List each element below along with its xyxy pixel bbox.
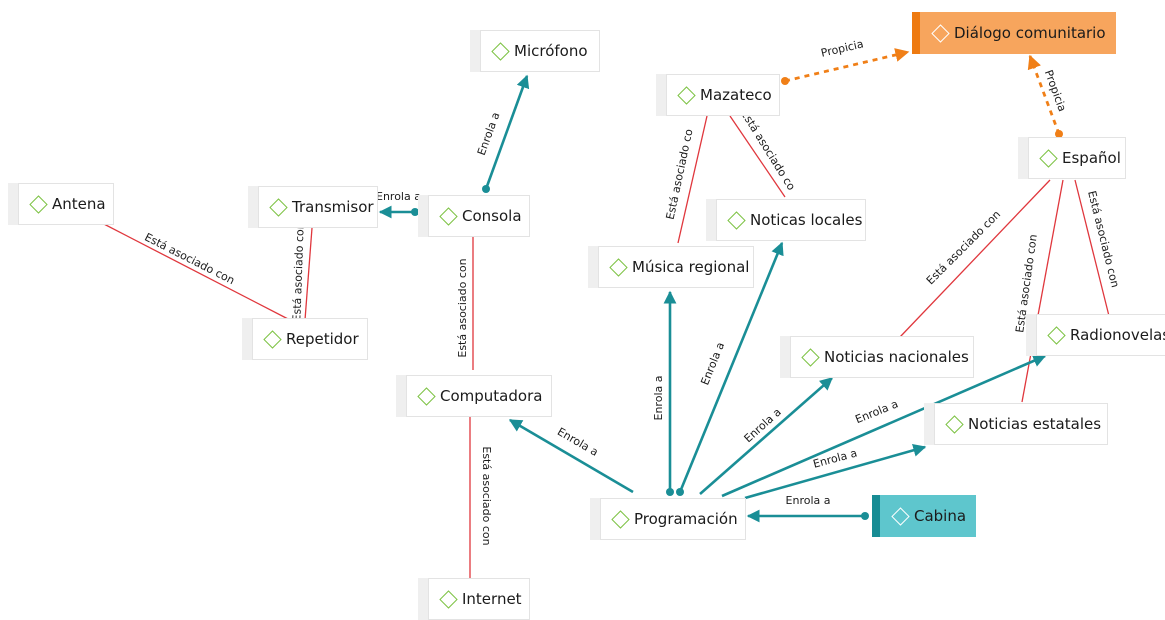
node-label: Internet [462, 590, 522, 608]
label-espanol-noticias-nacionales: Está asociado con [924, 208, 1003, 287]
label-transmisor-repetidor: Está asociado con [290, 222, 306, 322]
node-label: Cabina [914, 507, 967, 525]
dot-espanol [1055, 130, 1063, 138]
label-antena-repetidor: Está asociado con [142, 231, 236, 288]
diamond-icon [439, 206, 458, 226]
node-label: Antena [52, 195, 106, 213]
node-dialogo-comunitario[interactable]: Diálogo comunitario [920, 12, 1116, 54]
label-espanol-dialogo: Propicia [1042, 68, 1069, 113]
node-label: Noticas locales [750, 211, 863, 229]
diamond-icon [491, 41, 510, 61]
node-label: Computadora [440, 387, 543, 405]
node-label: Noticias estatales [968, 415, 1102, 433]
node-label: Mazateco [700, 86, 772, 104]
label-mazateco-musica: Está asociado co [664, 128, 696, 221]
diamond-icon [439, 589, 458, 609]
node-label: Consola [462, 207, 522, 225]
arrow-programacion-noticias-nacionales [699, 377, 833, 495]
diamond-icon [1039, 148, 1058, 168]
node-musica-regional[interactable]: Música regional [598, 246, 754, 288]
label-consola-transmisor: Enrola a [376, 190, 421, 203]
node-internet[interactable]: Internet [428, 578, 530, 620]
diamond-icon [931, 23, 950, 43]
node-repetidor[interactable]: Repetidor [252, 318, 368, 360]
node-espanol[interactable]: Español [1028, 137, 1126, 179]
diamond-icon [801, 347, 820, 367]
label-consola-computadora: Está asociado con [456, 258, 469, 357]
diamond-icon [269, 197, 288, 217]
diamond-icon [677, 85, 696, 105]
diamond-icon [945, 414, 964, 434]
label-consola-microfono: Enrola a [475, 110, 503, 157]
arrow-programacion-computadora [508, 418, 634, 494]
node-transmisor[interactable]: Transmisor [258, 186, 378, 228]
node-label: Transmisor [292, 198, 374, 216]
node-noticias-nacionales[interactable]: Noticias nacionales [790, 336, 974, 378]
node-label: Música regional [632, 258, 750, 276]
diamond-icon [417, 386, 436, 406]
diamond-icon [727, 210, 746, 230]
label-programacion-noticias-locales: Enrola a [698, 340, 727, 387]
label-mazateco-noticias-locales: Está asociado co [738, 108, 798, 193]
node-mazateco[interactable]: Mazateco [666, 74, 780, 116]
link-antena-repetidor [99, 221, 291, 321]
link-espanol-radionovelas [1074, 179, 1111, 321]
dot-prog-1 [666, 488, 674, 496]
node-consola[interactable]: Consola [428, 195, 530, 237]
dot-prog-2 [676, 488, 684, 496]
node-label: Repetidor [286, 330, 359, 348]
label-cabina-programacion: Enrola a [786, 494, 831, 507]
node-label: Diálogo comunitario [954, 24, 1106, 42]
label-programacion-musica: Enrola a [652, 376, 665, 421]
arrow-espanol-dialogo [1027, 54, 1061, 135]
diamond-icon [891, 506, 910, 526]
node-label: Programación [634, 510, 738, 528]
node-label: Español [1062, 149, 1121, 167]
node-label: Micrófono [514, 42, 588, 60]
link-espanol-noticias-nacionales [899, 179, 1051, 338]
node-microfono[interactable]: Micrófono [480, 30, 600, 72]
link-mazateco-noticias-locales [729, 115, 786, 198]
dot-cabina [861, 512, 869, 520]
arrow-mazateco-dialogo [784, 48, 910, 83]
node-label: Radionovelas [1070, 326, 1165, 344]
node-radionovelas[interactable]: Radionovelas [1036, 314, 1165, 356]
node-antena[interactable]: Antena [18, 183, 114, 225]
label-espanol-radionovelas: Está asociado con [1085, 189, 1122, 288]
arrow-programacion-noticias-locales [678, 241, 784, 493]
label-mazateco-dialogo: Propicia [820, 37, 865, 59]
node-computadora[interactable]: Computadora [406, 375, 552, 417]
dot-mazateco [781, 77, 789, 85]
node-noticias-estatales[interactable]: Noticias estatales [934, 403, 1108, 445]
diamond-icon [29, 194, 48, 214]
arrow-consola-microfono [484, 74, 530, 190]
node-noticias-locales[interactable]: Noticas locales [716, 199, 866, 241]
node-cabina[interactable]: Cabina [880, 495, 976, 537]
link-espanol-noticias-estatales [1021, 179, 1064, 403]
label-programacion-computadora: Enrola a [555, 425, 600, 459]
node-programacion[interactable]: Programación [600, 498, 746, 540]
node-label: Noticias nacionales [824, 348, 969, 366]
label-computadora-internet: Está asociado con [480, 446, 493, 545]
diamond-icon [611, 509, 630, 529]
arrow-programacion-noticias-estatales [744, 443, 927, 500]
link-transmisor-repetidor [304, 227, 313, 321]
diamond-icon [263, 329, 282, 349]
dot-consola-left [411, 208, 419, 216]
link-mazateco-musica [677, 115, 708, 244]
diamond-icon [1047, 325, 1066, 345]
arrow-programacion-radionovelas [721, 354, 1047, 498]
dot-consola-up [482, 185, 490, 193]
diamond-icon [609, 257, 628, 277]
